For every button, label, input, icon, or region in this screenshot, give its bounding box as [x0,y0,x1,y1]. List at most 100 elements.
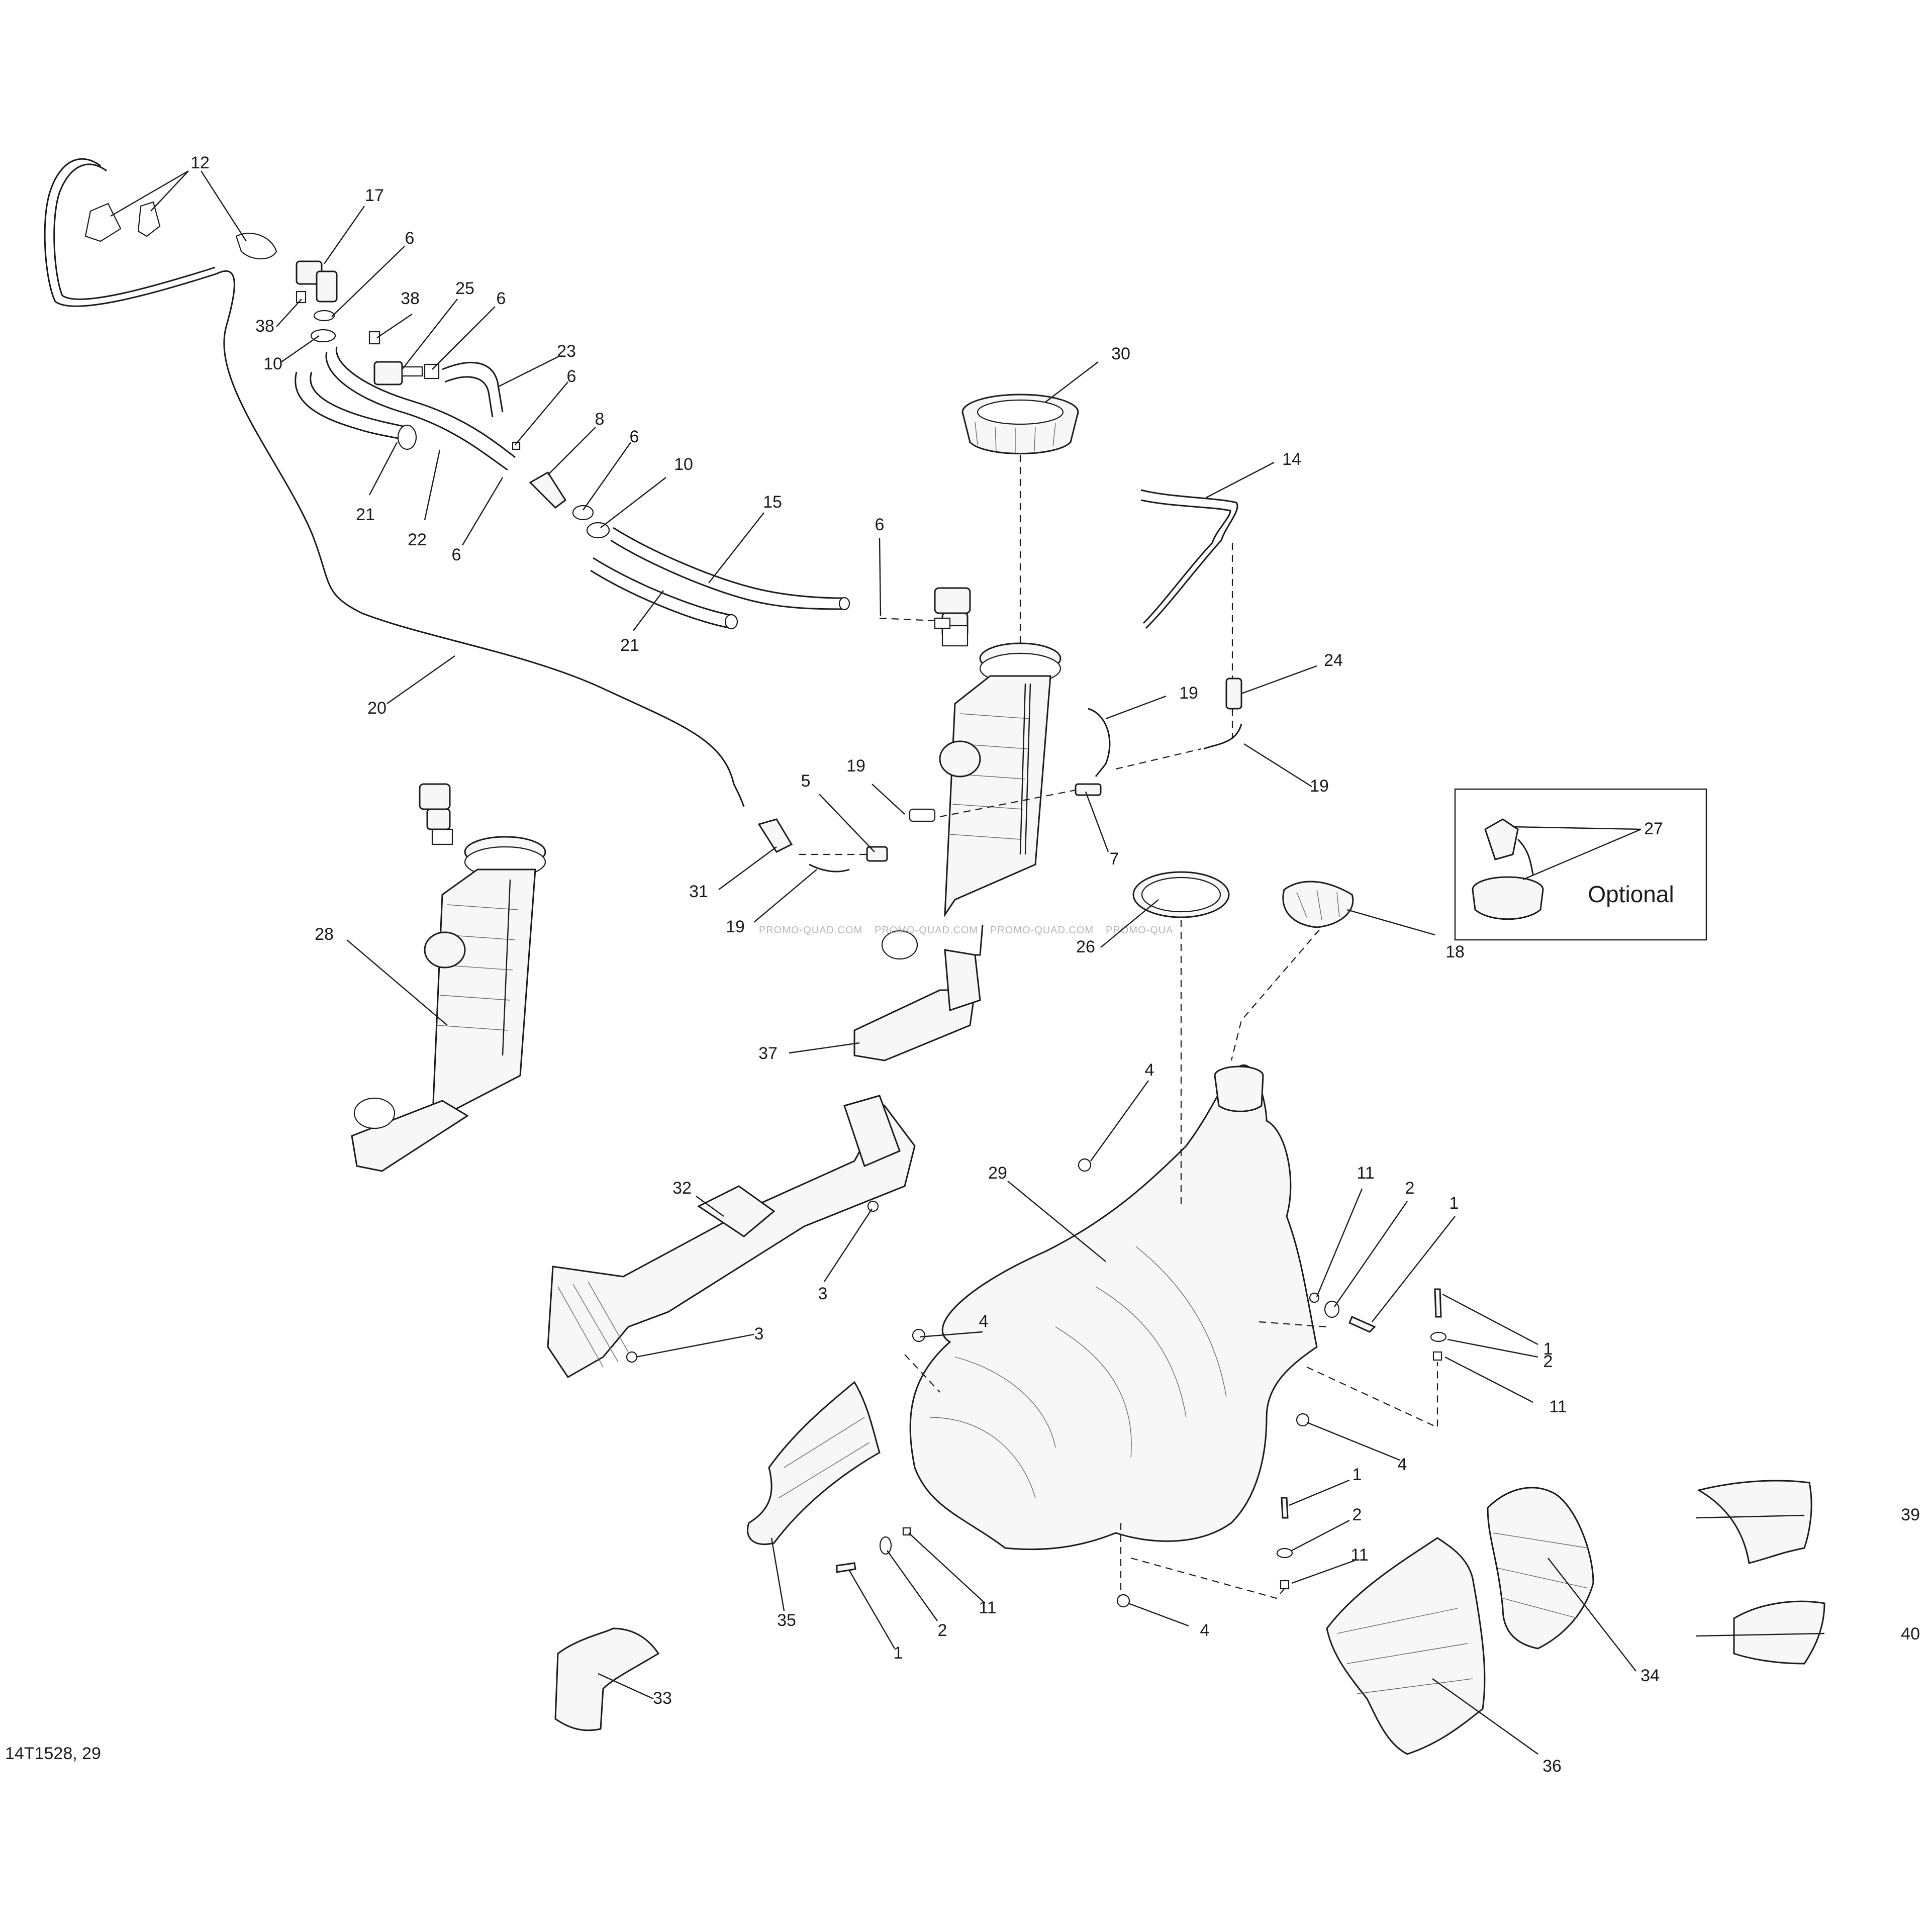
callout-label: 4 [1200,1621,1210,1640]
callout-label: 14 [1282,450,1301,469]
optional-box: Optional [1454,788,1707,941]
optional-label: Optional [1588,881,1674,907]
fuel-cap-18 [1282,881,1354,928]
heat-shield-33 [554,1627,660,1731]
callout-label: 25 [455,279,474,298]
svg-text:PROMO-QUA: PROMO-QUA [1106,925,1174,936]
callouts: 12 17 6 38 10 38 25 6 23 6 8 6 10 21 22 … [190,153,1920,1776]
fuel-tank-29 [909,1064,1318,1551]
hose-21-22 [295,346,516,471]
heat-shield-35 [746,1381,881,1545]
callout-label: 11 [1357,1164,1374,1183]
callout-label: 20 [367,699,387,718]
filter-37 [853,949,981,1061]
callout-label: 33 [653,1689,672,1708]
svg-text:PROMO-QUAD.COM: PROMO-QUAD.COM [759,925,862,936]
callout-label: 36 [1542,1757,1562,1776]
callout-label: 23 [557,342,576,361]
callout-label: 34 [1640,1666,1660,1685]
callout-label: 22 [408,530,427,549]
callout-label: 19 [1310,777,1329,796]
elbow-19 [809,708,1242,873]
callout-label: 6 [497,289,506,308]
callout-label: 3 [818,1284,828,1303]
callout-label: 29 [988,1164,1007,1183]
svg-text:PROMO-QUAD.COM: PROMO-QUAD.COM [875,925,978,936]
svg-text:PROMO-QUAD.COM: PROMO-QUAD.COM [990,925,1094,936]
callout-label: 12 [190,153,210,172]
callout-label: 31 [689,882,708,901]
callout-label: 1 [1543,1339,1553,1359]
callout-label: 4 [1398,1455,1407,1474]
callout-label: 11 [1350,1545,1368,1565]
callout-label: 10 [263,354,282,373]
callout-label: 2 [1353,1505,1362,1524]
callout-label: 21 [356,505,375,524]
callout-label: 38 [401,289,420,308]
callout-label: 15 [763,493,782,512]
callout-label: 38 [255,317,274,336]
hose-15 [610,527,850,611]
fitting-17 [296,260,338,343]
heat-shield-40 [1733,1600,1825,1665]
hardware [626,1158,1447,1608]
callout-label: 10 [674,455,693,474]
callout-label: 6 [452,545,461,564]
callout-label: 19 [846,756,865,776]
callout-label: 40 [1901,1624,1920,1644]
clamp-12 [84,201,277,260]
callout-label: 17 [365,186,384,205]
diagram-reference-code: 14T1528, 29 [5,1744,101,1763]
callout-label: 3 [754,1324,764,1343]
callout-label: 8 [595,410,605,429]
callout-label: 37 [758,1044,778,1063]
hose-14 [1140,489,1238,629]
leader-lines [110,170,1825,1755]
assembly-lines [799,455,1438,1599]
callout-label: 30 [1111,344,1130,363]
gasket-26 [1132,871,1230,918]
callout-label: 26 [1076,937,1095,956]
callout-label: 11 [1549,1397,1567,1416]
fitting-31 [757,818,793,853]
heat-shield-39 [1697,1480,1812,1564]
bracket-32 [547,1095,916,1378]
fitting-25 [368,331,504,418]
fuel-pump-assembly [881,587,1061,960]
callout-label: 27 [1644,819,1663,838]
heat-shield-36 [1326,1537,1486,1755]
connector-5-7 [866,783,1102,862]
callout-label: 32 [672,1179,692,1198]
callout-label: 19 [1179,684,1198,703]
callout-label: 24 [1324,651,1343,670]
callout-label: 28 [315,925,334,944]
callout-label: 5 [801,771,811,791]
callout-label: 11 [979,1598,996,1617]
callout-label: 2 [938,1621,947,1640]
callout-label: 19 [726,917,745,936]
callout-label: 1 [1353,1465,1362,1484]
callout-label: 6 [405,229,415,248]
fuel-pump-assembly-28 [351,783,546,1172]
fitting-8 [512,441,610,539]
watermark: PROMO-QUAD.COM PROMO-QUAD.COM PROMO-QUAD… [759,925,1174,936]
callout-label: 6 [567,367,576,386]
callout-label: 1 [1450,1194,1459,1213]
hose-21b [590,557,738,630]
callout-label: 2 [1543,1352,1553,1371]
callout-label: 7 [1110,849,1119,868]
callout-label: 4 [979,1312,989,1331]
check-valve-24 [1225,678,1242,710]
callout-label: 2 [1405,1179,1415,1198]
vent-hose-20 [44,158,745,807]
heat-shield-34 [1487,1487,1594,1650]
callout-label: 6 [630,427,639,446]
callout-label: 21 [620,636,639,655]
callout-label: 18 [1445,942,1465,961]
lock-ring-30 [961,394,1079,454]
callout-label: 1 [894,1644,903,1663]
callout-label: 39 [1901,1505,1920,1524]
callout-label: 6 [875,515,885,534]
callout-label: 4 [1145,1060,1154,1080]
